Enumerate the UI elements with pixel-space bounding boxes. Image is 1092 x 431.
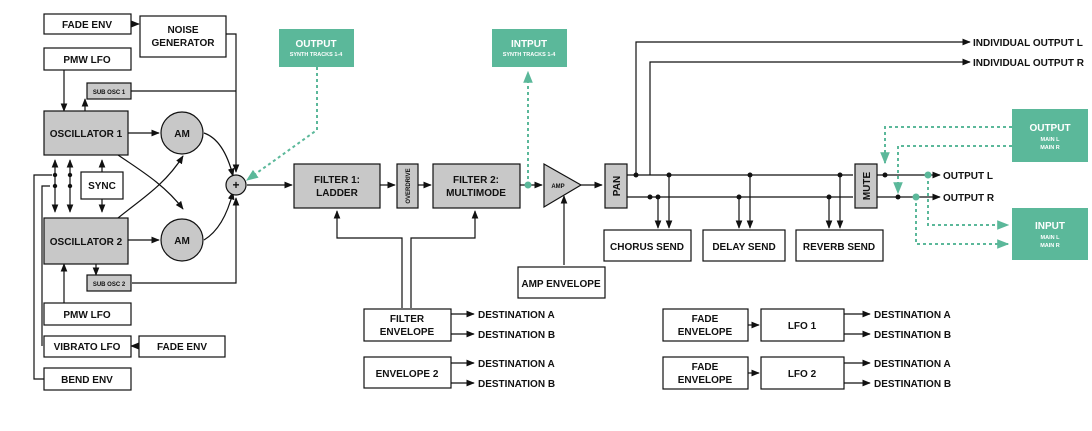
svg-text:CHORUS SEND: CHORUS SEND bbox=[610, 242, 684, 253]
env-2-destination-b: DESTINATION B bbox=[478, 379, 555, 390]
svg-text:VIBRATO LFO: VIBRATO LFO bbox=[54, 342, 121, 353]
lfo-2-box: LFO 2 bbox=[760, 356, 845, 390]
vibrato-lfo-box: VIBRATO LFO bbox=[43, 335, 132, 358]
svg-text:FADE ENV: FADE ENV bbox=[157, 342, 207, 353]
svg-text:OUTPUT: OUTPUT bbox=[295, 39, 336, 50]
pmw-lfo-top-box: PMW LFO bbox=[43, 47, 132, 71]
sub-osc-2-box: SUB OSC 2 bbox=[86, 274, 132, 292]
lfo-1-destination-a: DESTINATION A bbox=[874, 310, 951, 321]
svg-text:SYNC: SYNC bbox=[88, 181, 116, 192]
svg-text:FILTER: FILTER bbox=[390, 314, 425, 325]
output-l-label: OUTPUT L bbox=[943, 171, 993, 182]
svg-text:LFO 1: LFO 1 bbox=[788, 321, 817, 332]
svg-text:ENVELOPE: ENVELOPE bbox=[380, 327, 435, 338]
svg-text:OVERDRIVE: OVERDRIVE bbox=[406, 168, 412, 203]
svg-text:PMW LFO: PMW LFO bbox=[63, 55, 110, 66]
svg-text:SUB OSC 1: SUB OSC 1 bbox=[93, 90, 126, 96]
overdrive-block: OVERDRIVE bbox=[396, 163, 419, 209]
svg-text:AM: AM bbox=[174, 129, 190, 140]
fade-envelope-1-box: FADE ENVELOPE bbox=[662, 308, 749, 342]
svg-text:MULTIMODE: MULTIMODE bbox=[446, 188, 506, 199]
svg-text:MAIN R: MAIN R bbox=[1040, 145, 1060, 151]
svg-text:NOISE: NOISE bbox=[167, 25, 198, 36]
svg-text:SYNTH TRACKS 1-4: SYNTH TRACKS 1-4 bbox=[290, 52, 344, 58]
output-r-label: OUTPUT R bbox=[943, 193, 995, 204]
svg-text:LADDER: LADDER bbox=[316, 188, 358, 199]
env-2-destination-a: DESTINATION A bbox=[478, 359, 555, 370]
svg-text:SUB OSC 2: SUB OSC 2 bbox=[93, 282, 126, 288]
svg-text:SYNTH TRACKS 1-4: SYNTH TRACKS 1-4 bbox=[503, 52, 557, 58]
filter-env-destination-a: DESTINATION A bbox=[478, 310, 555, 321]
lfo-1-destination-b: DESTINATION B bbox=[874, 330, 951, 341]
individual-output-r-label: INDIVIDUAL OUTPUT R bbox=[973, 58, 1085, 69]
mixer-sum-node: + bbox=[225, 174, 247, 196]
input-synth-tracks-box: INTPUT SYNTH TRACKS 1-4 bbox=[492, 29, 567, 67]
oscillator-2-block: OSCILLATOR 2 bbox=[43, 217, 129, 265]
svg-text:ENVELOPE: ENVELOPE bbox=[678, 327, 733, 338]
fade-env-top-box: FADE ENV bbox=[43, 13, 132, 35]
reverb-send-box: REVERB SEND bbox=[795, 229, 884, 262]
svg-text:+: + bbox=[232, 178, 239, 192]
fade-envelope-2-box: FADE ENVELOPE bbox=[662, 356, 749, 390]
junction-dots bbox=[52, 172, 901, 200]
sync-box: SYNC bbox=[80, 171, 124, 200]
filter-1-block: FILTER 1: LADDER bbox=[293, 163, 381, 209]
bend-env-box: BEND ENV bbox=[43, 367, 132, 391]
svg-text:AMP ENVELOPE: AMP ENVELOPE bbox=[521, 279, 601, 290]
filter-env-destination-b: DESTINATION B bbox=[478, 330, 555, 341]
filter-2-block: FILTER 2: MULTIMODE bbox=[432, 163, 521, 209]
noise-generator-box: NOISE GENERATOR bbox=[139, 15, 227, 58]
svg-text:INTPUT: INTPUT bbox=[511, 39, 547, 50]
svg-text:FILTER 2:: FILTER 2: bbox=[453, 175, 499, 186]
svg-text:GENERATOR: GENERATOR bbox=[152, 38, 216, 49]
svg-text:OSCILLATOR 1: OSCILLATOR 1 bbox=[50, 129, 123, 140]
pmw-lfo-bottom-box: PMW LFO bbox=[43, 302, 132, 326]
svg-text:PAN: PAN bbox=[612, 176, 623, 196]
individual-output-l-label: INDIVIDUAL OUTPUT L bbox=[973, 38, 1083, 49]
amp-triangle: AMP bbox=[543, 162, 583, 209]
pan-block: PAN bbox=[604, 163, 628, 209]
svg-text:ENVELOPE: ENVELOPE bbox=[678, 375, 733, 386]
svg-text:AMP: AMP bbox=[551, 184, 564, 190]
lfo-1-box: LFO 1 bbox=[760, 308, 845, 342]
lfo-2-destination-a: DESTINATION A bbox=[874, 359, 951, 370]
svg-text:MAIN L: MAIN L bbox=[1041, 235, 1061, 241]
svg-text:INPUT: INPUT bbox=[1035, 221, 1065, 232]
svg-text:MAIN L: MAIN L bbox=[1041, 137, 1061, 143]
am-1-circle: AM bbox=[160, 111, 204, 155]
lfo-2-destination-b: DESTINATION B bbox=[874, 379, 951, 390]
am-2-circle: AM bbox=[160, 218, 204, 262]
input-main-box: INPUT MAIN L MAIN R bbox=[1012, 208, 1088, 260]
fade-env-bottom-box: FADE ENV bbox=[138, 335, 226, 358]
output-synth-tracks-box: OUTPUT SYNTH TRACKS 1-4 bbox=[279, 29, 354, 67]
svg-text:DELAY SEND: DELAY SEND bbox=[712, 242, 775, 253]
svg-text:REVERB SEND: REVERB SEND bbox=[803, 242, 875, 253]
mute-block: MUTE bbox=[854, 163, 878, 209]
svg-text:ENVELOPE 2: ENVELOPE 2 bbox=[376, 369, 439, 380]
svg-text:FADE ENV: FADE ENV bbox=[62, 20, 112, 31]
svg-text:BEND ENV: BEND ENV bbox=[61, 375, 113, 386]
chorus-send-box: CHORUS SEND bbox=[603, 229, 692, 262]
svg-text:OUTPUT: OUTPUT bbox=[1029, 123, 1070, 134]
svg-text:FADE: FADE bbox=[692, 362, 719, 373]
oscillator-1-block: OSCILLATOR 1 bbox=[43, 110, 129, 156]
output-main-box: OUTPUT MAIN L MAIN R bbox=[1012, 109, 1088, 162]
svg-text:OSCILLATOR 2: OSCILLATOR 2 bbox=[50, 237, 123, 248]
svg-text:FADE: FADE bbox=[692, 314, 719, 325]
amp-envelope-box: AMP ENVELOPE bbox=[517, 266, 606, 299]
filter-envelope-box: FILTER ENVELOPE bbox=[363, 308, 452, 342]
envelope-2-box: ENVELOPE 2 bbox=[363, 356, 452, 389]
teal-routes bbox=[246, 67, 1012, 249]
svg-text:PMW LFO: PMW LFO bbox=[63, 310, 110, 321]
sub-osc-1-box: SUB OSC 1 bbox=[86, 82, 132, 100]
svg-text:MUTE: MUTE bbox=[862, 172, 873, 201]
svg-text:AM: AM bbox=[174, 236, 190, 247]
delay-send-box: DELAY SEND bbox=[702, 229, 786, 262]
svg-text:LFO 2: LFO 2 bbox=[788, 369, 817, 380]
svg-text:MAIN R: MAIN R bbox=[1040, 243, 1060, 249]
svg-text:FILTER 1:: FILTER 1: bbox=[314, 175, 360, 186]
